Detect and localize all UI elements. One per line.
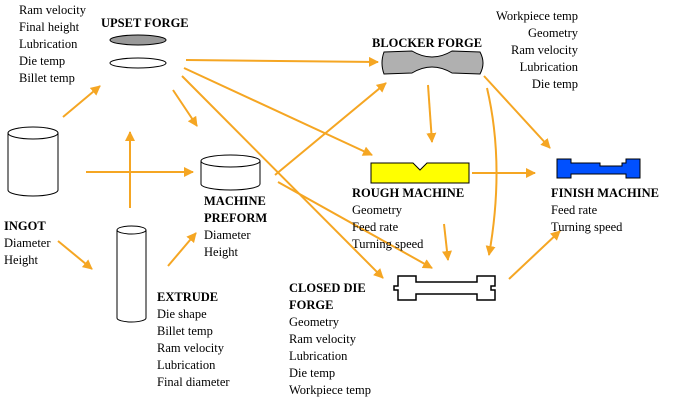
- ingot-param: Diameter: [4, 236, 51, 250]
- rough-machine-shape: [370, 162, 470, 184]
- arrow-ingot-upset: [62, 85, 101, 118]
- blocker-forge-params: Workpiece temp Geometry Ram velocity Lub…: [470, 8, 578, 93]
- closed-die-forge-title-line: CLOSED DIE: [289, 281, 366, 295]
- arrow-extrude-preform: [167, 232, 197, 267]
- rough-machine-block: ROUGH MACHINE Geometry Feed rate Turning…: [352, 185, 464, 253]
- closed-die-forge-param: Lubrication: [289, 349, 348, 363]
- extrude-block: EXTRUDE Die shape Billet temp Ram veloci…: [157, 289, 230, 391]
- closed-die-forge-param: Die temp: [289, 366, 336, 380]
- finish-machine-block: FINISH MACHINE Feed rate Turning speed: [551, 185, 659, 236]
- closed-die-forge-param: Ram velocity: [289, 332, 356, 346]
- arrow-upset-preform: [172, 89, 198, 127]
- machine-preform-param: Height: [204, 245, 239, 259]
- blocker-forge-param: Die temp: [531, 77, 578, 91]
- finish-machine-title: FINISH MACHINE: [551, 186, 659, 200]
- blocker-forge-param: Ram velocity: [511, 43, 578, 57]
- ingot-param: Height: [4, 253, 39, 267]
- upset-forge-param: Ram velocity: [19, 3, 86, 17]
- blocker-forge-shape: [381, 50, 484, 75]
- rough-machine-param: Turning speed: [352, 237, 424, 251]
- extrude-param: Final diameter: [157, 375, 230, 389]
- upset-forge-params: Ram velocity Final height Lubrication Di…: [19, 2, 86, 87]
- upset-forge-param: Billet temp: [19, 71, 75, 85]
- machine-preform-title-line: PREFORM: [204, 211, 268, 225]
- extrude-param: Billet temp: [157, 324, 213, 338]
- closed-die-forge-param: Workpiece temp: [289, 383, 371, 397]
- rough-machine-param: Feed rate: [352, 220, 399, 234]
- extrude-param: Ram velocity: [157, 341, 224, 355]
- arrow-closed-finish: [508, 230, 561, 280]
- extrude-param: Die shape: [157, 307, 207, 321]
- ingot-block: INGOT Diameter Height: [4, 218, 51, 269]
- ingot-title: INGOT: [4, 219, 46, 233]
- arrow-upset-closed: [181, 75, 384, 279]
- extrude-shape: [116, 225, 147, 323]
- upset-forge-param: Final height: [19, 20, 80, 34]
- arrow-ingot-extrude: [57, 240, 93, 270]
- finish-machine-param: Turning speed: [551, 220, 623, 234]
- closed-die-forge-param: Geometry: [289, 315, 339, 329]
- upset-forge-param: Die temp: [19, 54, 66, 68]
- closed-die-forge-title-line: FORGE: [289, 298, 334, 312]
- upset-forge-title: UPSET FORGE: [101, 16, 189, 30]
- blocker-forge-param: Lubrication: [519, 60, 578, 74]
- rough-machine-title: ROUGH MACHINE: [352, 186, 465, 200]
- blocker-forge-param: Workpiece temp: [496, 9, 578, 23]
- finish-machine-shape: [556, 158, 641, 179]
- arrow-blocker-closed: [485, 87, 498, 256]
- arrow-upset-blocker: [185, 56, 379, 67]
- ingot-shape: [7, 126, 59, 197]
- arrow-preform-blocker: [274, 82, 387, 176]
- arrow-rough-closed: [442, 223, 452, 261]
- arrow-upset-rough: [183, 67, 373, 156]
- arrow-blocker-rough: [426, 84, 437, 143]
- blocker-forge-title: BLOCKER FORGE: [372, 36, 483, 50]
- upset-forge-shape: [109, 34, 167, 69]
- machine-preform-shape: [200, 154, 261, 191]
- flow-arrows: [57, 56, 561, 280]
- machine-preform-block: MACHINE PREFORM Diameter Height: [204, 193, 267, 261]
- machine-preform-param: Diameter: [204, 228, 251, 242]
- upset-forge-param: Lubrication: [19, 37, 78, 51]
- extrude-title: EXTRUDE: [157, 290, 219, 304]
- closed-die-forge-block: CLOSED DIE FORGE Geometry Ram velocity L…: [289, 280, 371, 399]
- extrude-param: Lubrication: [157, 358, 216, 372]
- finish-machine-param: Feed rate: [551, 203, 598, 217]
- arrow-preform-closed: [277, 181, 433, 269]
- blocker-forge-param: Geometry: [528, 26, 578, 40]
- machine-preform-title-line: MACHINE: [204, 194, 266, 208]
- rough-machine-param: Geometry: [352, 203, 402, 217]
- closed-die-forge-shape: [393, 275, 496, 301]
- arrow-blocker-finish: [483, 75, 551, 149]
